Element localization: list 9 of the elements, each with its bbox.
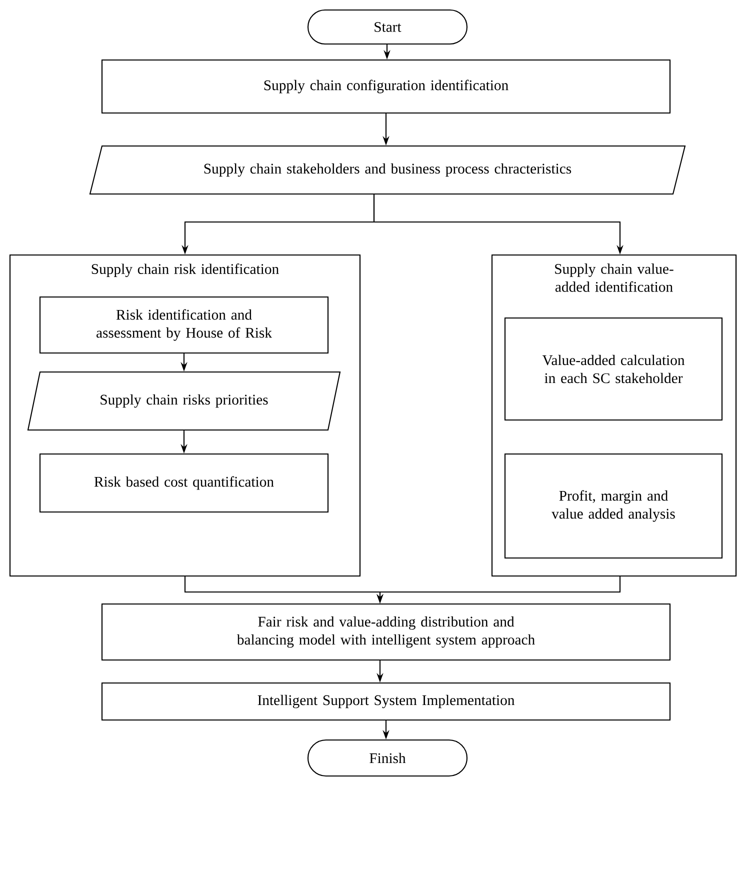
- data-parallelogram: Supply chain risks priorities: [27, 371, 341, 431]
- process-box: Profit, margin and value added analysis: [504, 453, 723, 559]
- process-box: Intelligent Support System Implementation: [101, 682, 671, 721]
- process-box: Risk identification and assessment by House of Risk: [39, 296, 329, 354]
- process-box: Fair risk and value-adding distribution and balancing model with intelligent system approach: [101, 603, 671, 661]
- process-box: Risk based cost quantification: [39, 453, 329, 513]
- process-box: Value-added calculation in each SC stakeholder: [504, 317, 723, 421]
- process-box: Supply chain configuration identification: [101, 59, 671, 114]
- data-parallelogram: Supply chain stakeholders and business process chracteristics: [89, 145, 686, 195]
